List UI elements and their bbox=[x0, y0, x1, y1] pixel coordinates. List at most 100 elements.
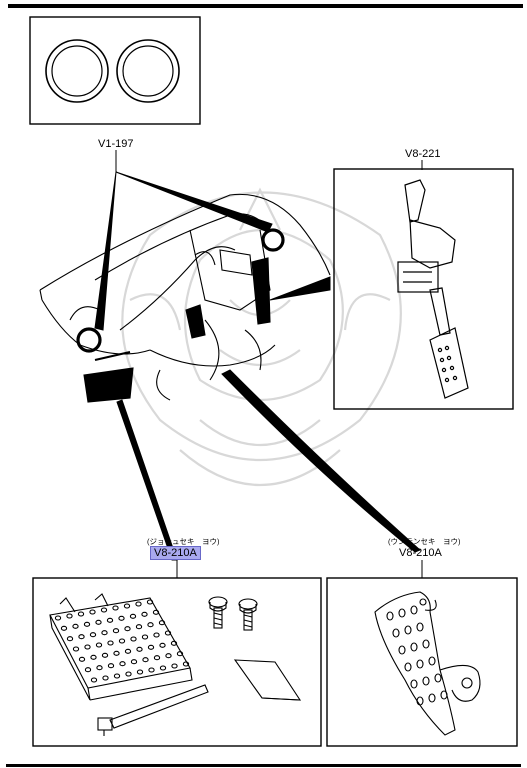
plate-hole bbox=[54, 615, 62, 621]
cable-tie-part bbox=[97, 684, 209, 736]
plate-hole bbox=[107, 640, 114, 646]
plate-hole bbox=[146, 599, 154, 605]
plate-hole bbox=[141, 611, 148, 617]
plate-hole bbox=[102, 675, 109, 681]
floor-plate-part bbox=[49, 593, 193, 701]
footrest-hole bbox=[386, 611, 394, 621]
plate-hole bbox=[148, 667, 155, 673]
plate-hole bbox=[130, 659, 138, 665]
footrest-hole bbox=[410, 642, 418, 652]
plate-hole bbox=[170, 640, 178, 646]
footrest-hole bbox=[404, 625, 412, 635]
plate-hole bbox=[182, 661, 190, 667]
bolt-part-left bbox=[208, 596, 228, 629]
footrest-hole bbox=[416, 622, 424, 632]
plate-hole bbox=[164, 630, 172, 636]
footrest-hole bbox=[398, 608, 406, 618]
driver-kit-box bbox=[326, 577, 518, 747]
plate-hole bbox=[90, 677, 98, 683]
passenger-kit-box bbox=[32, 577, 322, 747]
plate-hole bbox=[123, 603, 131, 609]
driver-part-code: V8-210A bbox=[399, 547, 442, 559]
plate-hole bbox=[136, 646, 143, 652]
plate-hole bbox=[78, 634, 85, 640]
plate-hole bbox=[130, 636, 137, 642]
footrest-hole bbox=[410, 679, 418, 689]
driver-kana-label: (ウンテンセキ ヨウ) bbox=[388, 537, 461, 546]
plate-hole bbox=[95, 642, 103, 648]
pedal-part-code: V8-221 bbox=[405, 148, 441, 160]
plate-hole bbox=[176, 651, 184, 657]
plate-hole bbox=[135, 624, 143, 630]
plate-hole bbox=[118, 615, 125, 621]
plate-hole bbox=[112, 628, 120, 634]
footrest-hole bbox=[416, 696, 424, 706]
passenger-part-code: V8-210A bbox=[150, 546, 201, 560]
plate-hole bbox=[78, 656, 86, 662]
plate-hole bbox=[165, 653, 172, 659]
plate-hole bbox=[129, 613, 137, 619]
air-vent-left bbox=[45, 39, 109, 103]
plate-hole bbox=[100, 607, 108, 613]
plate-hole bbox=[84, 667, 92, 673]
footrest-hole bbox=[392, 628, 400, 638]
footrest-hole bbox=[434, 673, 442, 683]
plate-hole bbox=[72, 623, 79, 629]
plate-hole bbox=[142, 657, 149, 663]
plate-hole bbox=[113, 650, 120, 656]
plate-hole bbox=[89, 609, 96, 615]
footrest-hole bbox=[416, 659, 424, 669]
plate-hole bbox=[124, 648, 132, 654]
vent-part-code: V1-197 bbox=[98, 138, 134, 150]
accelerator-pedal-assembly bbox=[397, 179, 469, 399]
footrest-hole bbox=[428, 656, 436, 666]
footrest-plate-part bbox=[374, 591, 481, 736]
plate-hole bbox=[153, 655, 161, 661]
adhesive-sheet-part bbox=[233, 659, 302, 701]
bottom-rule bbox=[6, 764, 521, 767]
footrest-hole bbox=[422, 676, 430, 686]
passenger-kana-label: (ジョシュセキ ヨウ) bbox=[147, 537, 220, 546]
plate-hole bbox=[95, 619, 102, 625]
watermark-crest bbox=[121, 187, 402, 487]
plate-hole bbox=[158, 620, 166, 626]
plate-hole bbox=[152, 609, 160, 615]
footrest-hole bbox=[410, 605, 418, 615]
plate-hole bbox=[77, 611, 85, 617]
pedal-parts-box bbox=[333, 160, 514, 410]
footrest-holes bbox=[386, 605, 448, 706]
plate-hole bbox=[147, 622, 154, 628]
plate-hole bbox=[125, 671, 132, 677]
plate-hole bbox=[101, 630, 108, 636]
plate-hole bbox=[118, 638, 126, 644]
plate-hole bbox=[171, 663, 178, 669]
plate-hole bbox=[72, 646, 80, 652]
plate-hole bbox=[159, 642, 166, 648]
plate-hole bbox=[101, 652, 109, 658]
plate-hole bbox=[60, 625, 68, 631]
plate-hole bbox=[124, 626, 131, 632]
plate-hole bbox=[66, 613, 73, 619]
plate-holes bbox=[54, 599, 190, 683]
plate-hole bbox=[84, 644, 91, 650]
footrest-hole bbox=[428, 693, 436, 703]
air-vent-right bbox=[116, 39, 180, 103]
plate-hole bbox=[113, 673, 121, 679]
footrest-hole bbox=[398, 645, 406, 655]
plate-hole bbox=[83, 621, 91, 627]
plate-hole bbox=[159, 665, 167, 671]
plate-hole bbox=[112, 605, 119, 611]
plate-hole bbox=[141, 634, 149, 640]
plate-hole bbox=[90, 654, 97, 660]
footrest-hole bbox=[440, 690, 448, 700]
plate-hole bbox=[107, 663, 115, 669]
dashboard-illustration bbox=[39, 193, 331, 403]
plate-hole bbox=[147, 644, 155, 650]
footrest-hole bbox=[422, 639, 430, 649]
bolt-part-right bbox=[238, 598, 258, 631]
plate-hole bbox=[136, 669, 144, 675]
plate-hole bbox=[106, 617, 114, 623]
plate-hole bbox=[96, 665, 103, 671]
